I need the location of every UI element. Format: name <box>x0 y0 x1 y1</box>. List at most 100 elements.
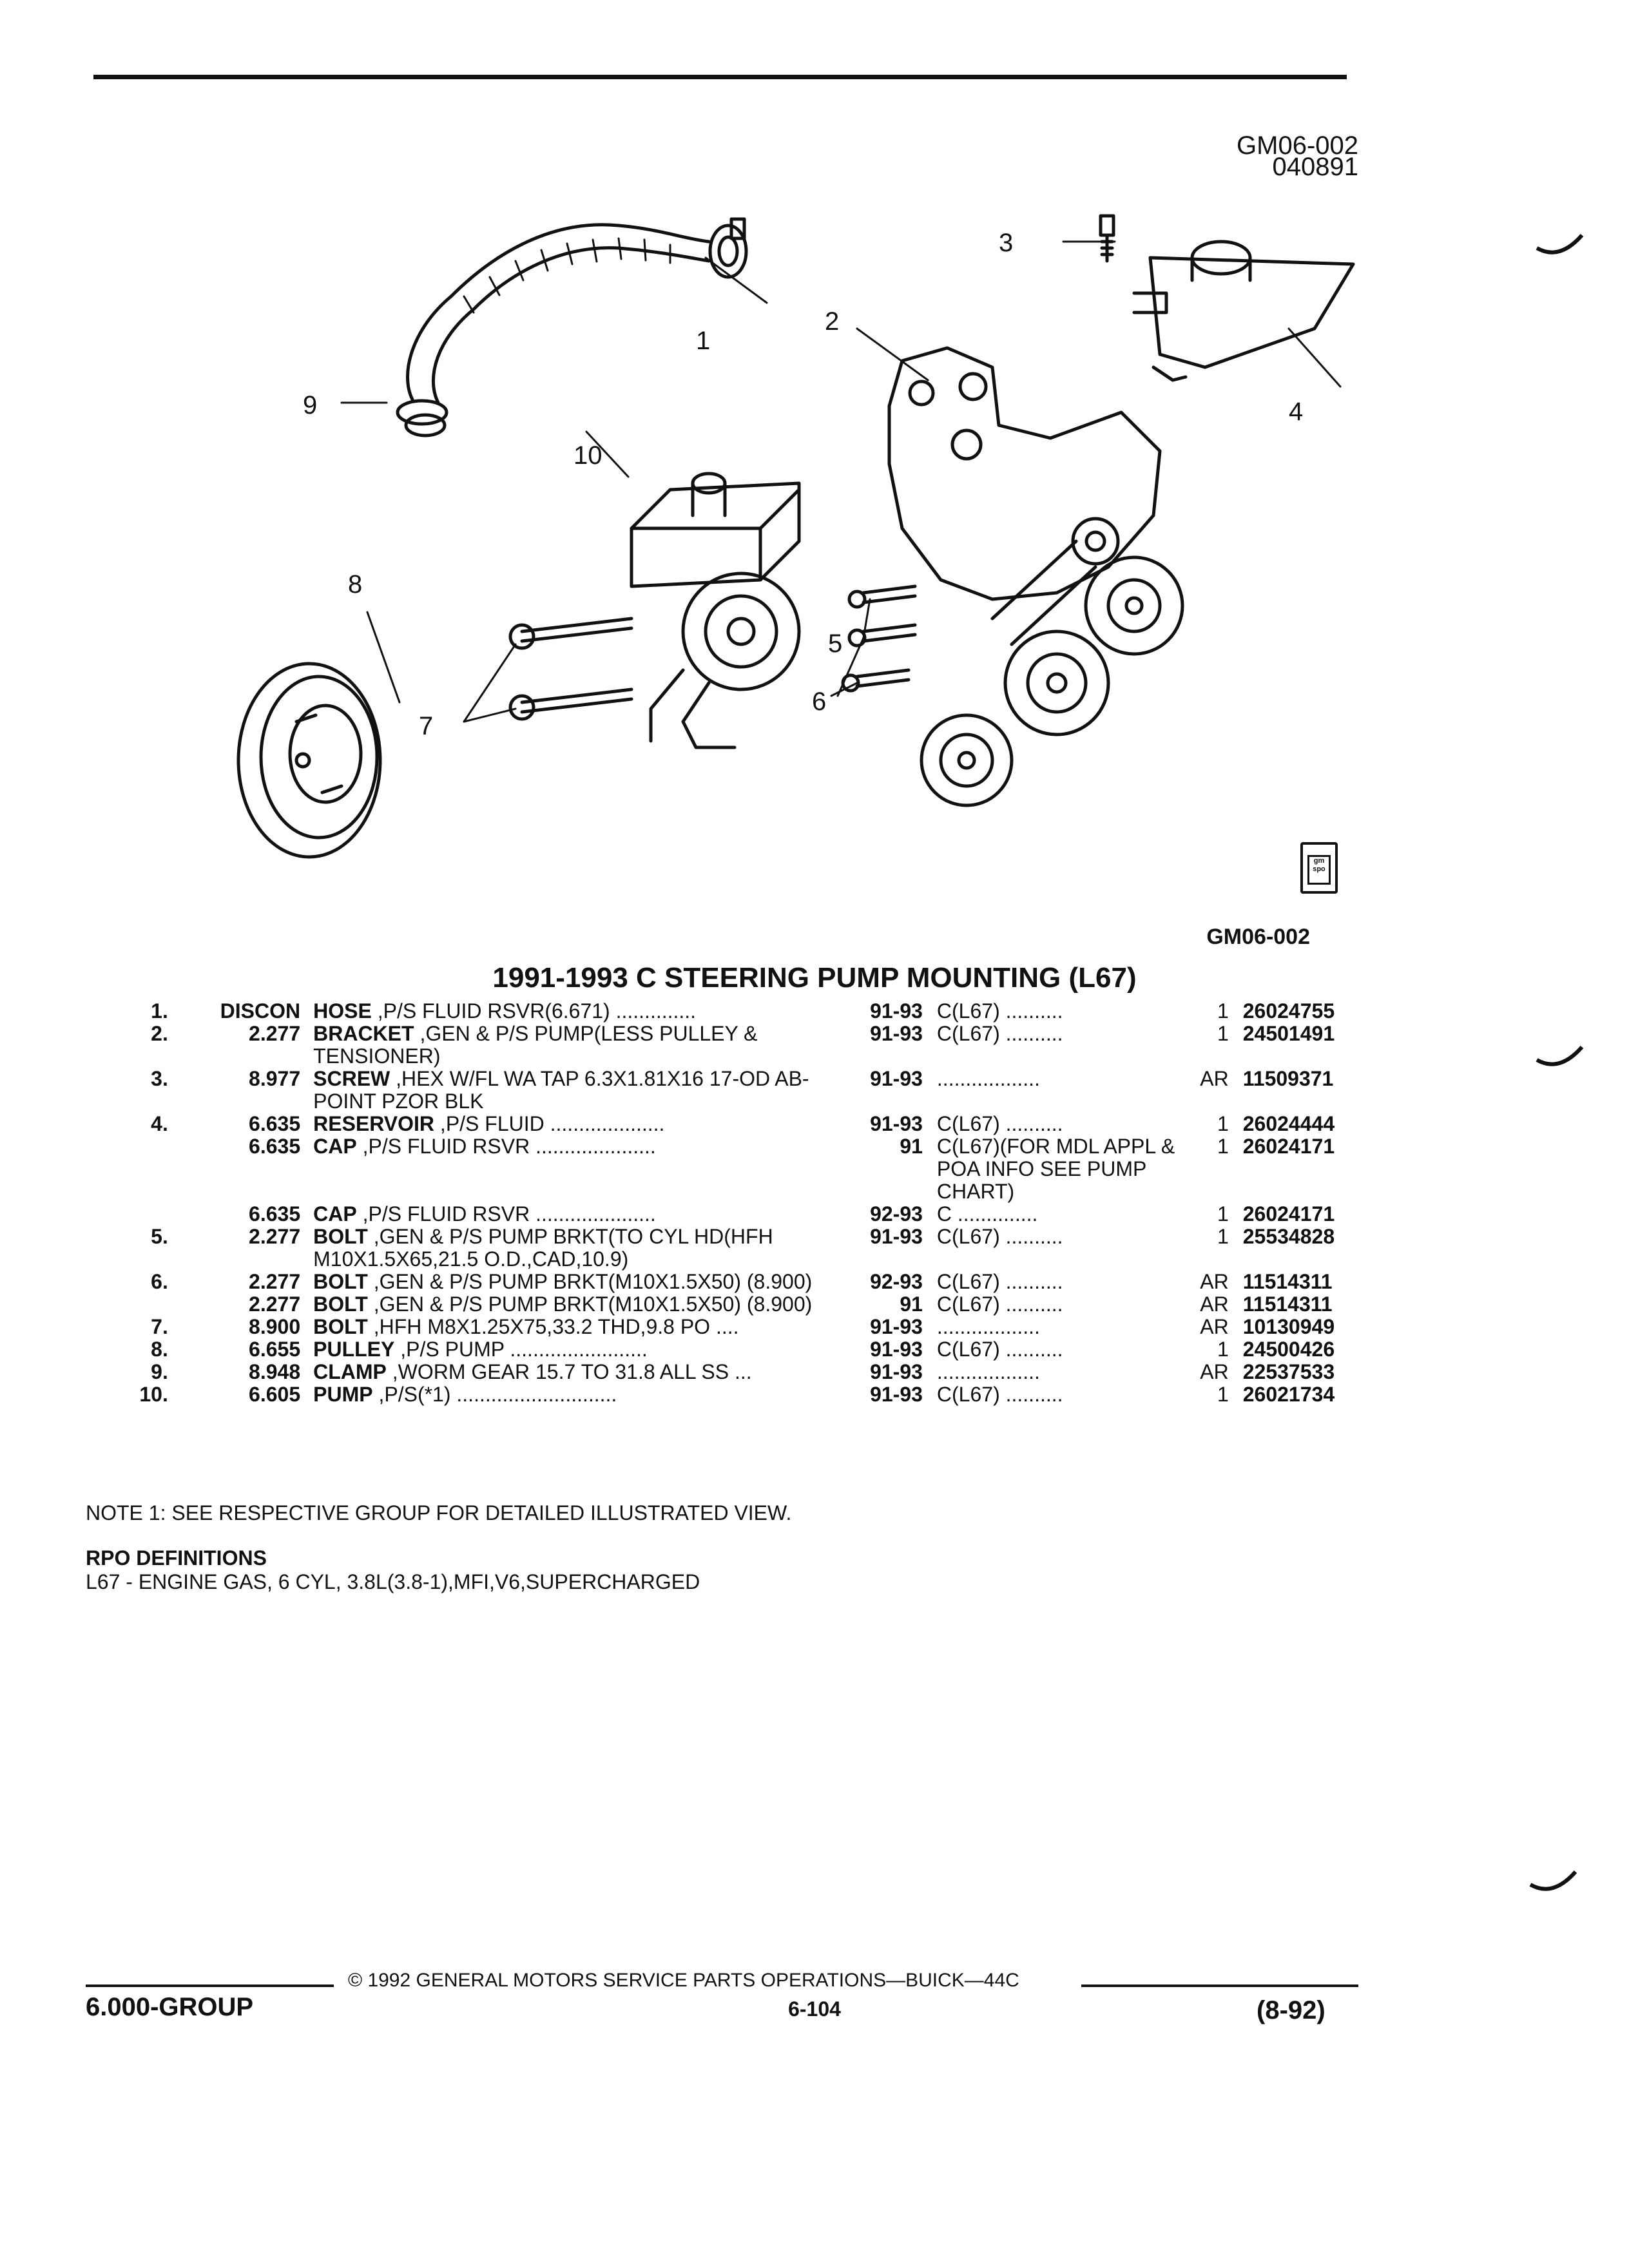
part-ref-number: 4. <box>151 1112 168 1135</box>
part-ref-number <box>84 1135 177 1203</box>
footer-page-number: 6-104 <box>788 1997 841 2021</box>
part-name: CAP <box>313 1135 357 1158</box>
part-detail: ,GEN & P/S PUMP BRKT(M10X1.5X50) (8.900) <box>367 1270 813 1293</box>
part-rpo: C .............. <box>936 1202 1038 1225</box>
part-rpo: C(L67) .......... <box>936 1270 1063 1293</box>
exploded-parts-diagram: 1 2 3 4 5 6 7 8 9 10 <box>236 214 1355 859</box>
part-years: 91-93 <box>870 1315 923 1338</box>
part-name: BRACKET <box>313 1022 414 1045</box>
part-group: 8.948 <box>249 1360 301 1383</box>
part-years: 91-93 <box>870 1338 923 1361</box>
part-ref-number: 1. <box>151 999 168 1023</box>
footer-date: (8-92) <box>1257 1996 1325 2024</box>
pump-part <box>630 472 801 749</box>
part-rpo: C(L67) .......... <box>936 1293 1063 1316</box>
part-ref-number: 8. <box>151 1338 168 1361</box>
callout-3: 3 <box>999 229 1013 257</box>
edge-mark <box>1536 1046 1584 1066</box>
part-detail: ,WORM GEAR 15.7 TO 31.8 ALL SS ... <box>386 1360 752 1383</box>
part-qty: 1 <box>1217 1022 1229 1045</box>
part-name: PUMP <box>313 1383 373 1406</box>
clamp-part <box>396 399 448 437</box>
part-rpo: C(L67)(FOR MDL APPL & POA INFO SEE PUMP … <box>936 1135 1175 1203</box>
footer-copyright: © 1992 GENERAL MOTORS SERVICE PARTS OPER… <box>348 1970 1019 1991</box>
part-rpo: .................. <box>936 1360 1040 1383</box>
part-ref-number: 6. <box>151 1270 168 1293</box>
part-group: 6.605 <box>249 1383 301 1406</box>
part-description: HOSE ,P/S FLUID RSVR(6.671) ............… <box>313 1000 845 1023</box>
part-name: CLAMP <box>313 1360 387 1383</box>
part-detail: ,P/S(*1) ............................ <box>372 1383 617 1406</box>
parts-row: 10. 6.605 PUMP ,P/S(*1) ..................… <box>84 1383 1373 1406</box>
part-name: RESERVOIR <box>313 1112 435 1135</box>
callout-8: 8 <box>348 570 362 599</box>
parts-row: 6.635 CAP ,P/S FLUID RSVR ...............… <box>84 1135 1373 1203</box>
part-name: SCREW <box>313 1067 390 1090</box>
part-description: BOLT ,HFH M8X1.25X75,33.2 THD,9.8 PO ...… <box>313 1316 845 1338</box>
part-detail: ,GEN & P/S PUMP(LESS PULLEY & TENSIONER) <box>313 1022 758 1068</box>
part-detail: ,P/S FLUID RSVR(6.671) .............. <box>371 999 697 1023</box>
part-name: CAP <box>313 1202 357 1225</box>
part-rpo: C(L67) .......... <box>936 1383 1063 1406</box>
bracket-part <box>887 346 1162 601</box>
part-years: 91-93 <box>870 1067 923 1090</box>
part-qty: 1 <box>1217 1202 1229 1225</box>
part-detail: ,HEX W/FL WA TAP 6.3X1.81X16 17-OD AB-PO… <box>313 1067 809 1113</box>
figure-id: GM06-002 <box>1237 131 1358 160</box>
part-group: 8.900 <box>249 1315 301 1338</box>
part-qty: 1 <box>1217 999 1229 1023</box>
part-group: DISCON <box>220 999 301 1023</box>
part-rpo: C(L67) .......... <box>936 1022 1063 1045</box>
part-ref-number <box>84 1203 177 1225</box>
callout-1: 1 <box>696 327 710 355</box>
part-qty: 1 <box>1217 1338 1229 1361</box>
footer-group: 6.000-GROUP <box>86 1993 254 2021</box>
parts-row: 1. DISCON HOSE ,P/S FLUID RSVR(6.671) ....… <box>84 1000 1373 1023</box>
part-qty: 1 <box>1217 1383 1229 1406</box>
part-number: 26024444 <box>1242 1112 1335 1135</box>
page-title: 1991-1993 C STEERING PUMP MOUNTING (L67) <box>492 962 1137 994</box>
part-detail: ,P/S FLUID RSVR ..................... <box>356 1135 656 1158</box>
callout-4: 4 <box>1289 398 1303 426</box>
part-group: 2.277 <box>249 1293 301 1316</box>
part-detail: ,GEN & P/S PUMP BRKT(TO CYL HD(HFH M10X1… <box>313 1225 773 1271</box>
part-description: PUMP ,P/S(*1) ..........................… <box>313 1383 845 1406</box>
tensioner-pulleys <box>920 517 1184 807</box>
part-qty: 1 <box>1217 1112 1229 1135</box>
parts-row: 7. 8.900 BOLT ,HFH M8X1.25X75,33.2 THD,9.8… <box>84 1316 1373 1338</box>
part-years: 91-93 <box>870 999 923 1023</box>
part-ref-number: 10. <box>139 1383 168 1406</box>
part-number: 26021734 <box>1242 1383 1335 1406</box>
part-description: BOLT ,GEN & P/S PUMP BRKT(M10X1.5X50) (8… <box>313 1293 845 1316</box>
pulley-part <box>236 662 382 859</box>
top-rule <box>93 75 1347 79</box>
part-ref-number: 5. <box>151 1225 168 1248</box>
part-years: 92-93 <box>870 1270 923 1293</box>
part-group: 2.277 <box>249 1270 301 1293</box>
callout-10: 10 <box>574 441 602 470</box>
part-group: 6.655 <box>249 1338 301 1361</box>
part-detail: ,P/S PUMP ........................ <box>394 1338 648 1361</box>
footer-rule-left <box>86 1984 334 1987</box>
part-description: BOLT ,GEN & P/S PUMP BRKT(TO CYL HD(HFH … <box>313 1225 845 1271</box>
figure-id-bottom: GM06-002 <box>1206 925 1310 949</box>
part-number: 26024755 <box>1242 999 1335 1023</box>
part-rpo: C(L67) .......... <box>936 1338 1063 1361</box>
callout-2: 2 <box>825 307 839 336</box>
figure-date-code: 040891 <box>1272 153 1358 181</box>
part-years: 91 <box>900 1135 923 1158</box>
part-qty: AR <box>1200 1360 1229 1383</box>
part-group: 6.635 <box>249 1135 301 1158</box>
part-number: 26024171 <box>1242 1202 1335 1225</box>
part-qty: AR <box>1200 1270 1229 1293</box>
part-group: 6.635 <box>249 1112 301 1135</box>
part-description: RESERVOIR ,P/S FLUID ...................… <box>313 1113 845 1135</box>
callout-9: 9 <box>303 391 317 419</box>
part-number: 11509371 <box>1242 1067 1334 1090</box>
part-ref-number: 7. <box>151 1315 168 1338</box>
part-years: 91-93 <box>870 1112 923 1135</box>
